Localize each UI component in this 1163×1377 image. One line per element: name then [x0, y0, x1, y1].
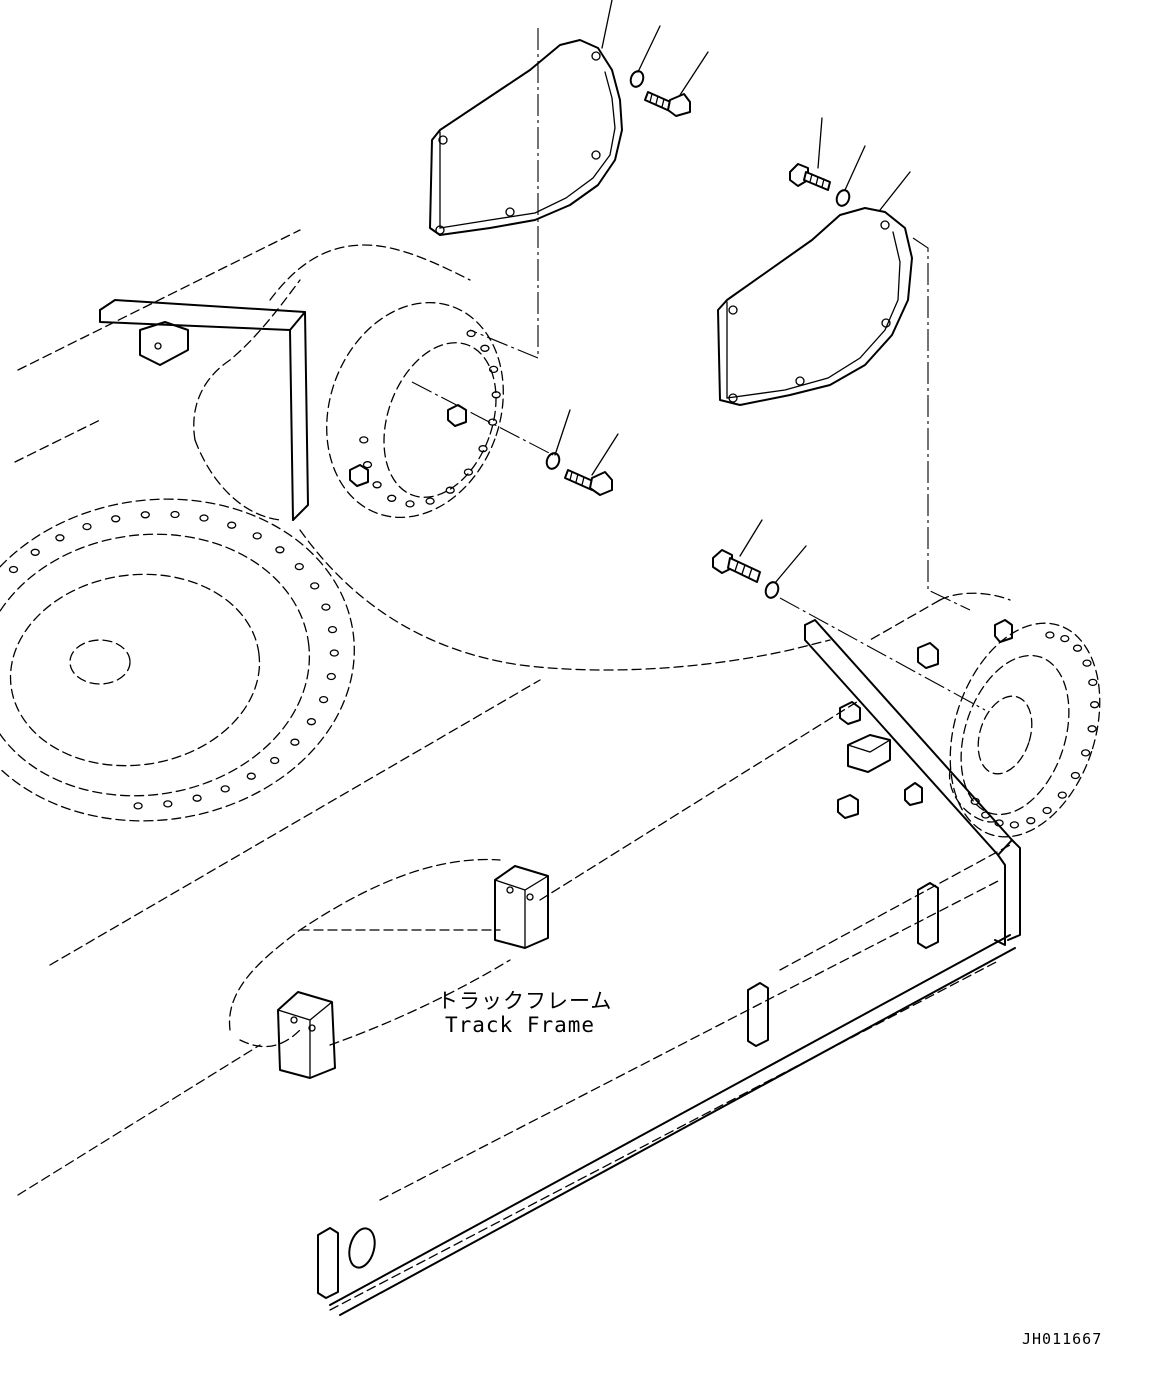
- bolt-hole: [425, 497, 435, 505]
- bolt-hole: [1088, 678, 1098, 687]
- washer-middle: [545, 452, 561, 470]
- bolt-hole: [1009, 821, 1020, 829]
- bolt-hole: [270, 756, 280, 765]
- bolt-hole: [1026, 817, 1036, 825]
- bolt-hole: [294, 562, 304, 571]
- drawing-code: JH011667: [1022, 1330, 1103, 1348]
- bolt-hole: [480, 344, 490, 352]
- bolt-hole: [192, 794, 202, 802]
- bolt-hole: [362, 461, 373, 469]
- leader-lines: [554, 0, 911, 584]
- bolt-hole: [30, 548, 40, 556]
- upper-guard-bracket: [99, 299, 309, 521]
- bolt-hole: [326, 672, 336, 681]
- bolt-hole: [488, 365, 499, 374]
- bolt-hole: [140, 511, 150, 519]
- frame-label-japanese: トラックフレーム: [437, 989, 613, 1013]
- bolt-hole: [252, 532, 262, 540]
- right-cover-plate: [717, 207, 913, 406]
- washer-upper-right: [835, 189, 851, 207]
- washer-upper-left: [629, 70, 645, 88]
- bolt-hole: [1080, 749, 1091, 757]
- bolt-hole: [290, 738, 300, 746]
- bolt-hole: [111, 515, 121, 523]
- bolt-hole: [8, 565, 19, 574]
- bolt-hole: [1072, 644, 1083, 652]
- bolt-hole: [1070, 771, 1081, 780]
- bolt-hole: [1057, 791, 1067, 799]
- bolt-hole: [405, 500, 415, 508]
- track-frame-body: [0, 229, 1101, 1311]
- bolt-hole: [1087, 725, 1097, 733]
- bolt-hole: [1042, 806, 1052, 815]
- bolt-hole: [1082, 659, 1092, 667]
- bolt-hole: [163, 800, 173, 808]
- bolt-hole: [275, 546, 285, 554]
- bolt-hole: [55, 534, 65, 542]
- bolt-hole: [387, 494, 397, 502]
- left-cover-plate: [429, 39, 623, 236]
- bolt-hole: [306, 718, 317, 726]
- bolt-hole: [318, 695, 329, 704]
- bolt-hole: [133, 802, 143, 810]
- washer-lower: [764, 581, 780, 599]
- bolt-hole: [246, 772, 256, 780]
- bolt-hole: [220, 785, 230, 793]
- bolt-upper-left: [644, 91, 691, 117]
- bolt-hole: [170, 510, 180, 519]
- bolt-hole: [463, 468, 474, 476]
- bolt-hole: [82, 522, 92, 531]
- bolt-hole: [491, 391, 501, 399]
- frame-mount-blocks: [277, 404, 1013, 1299]
- bolt-hole: [329, 649, 339, 657]
- bolt-hole: [445, 486, 455, 494]
- bolt-hole: [1060, 634, 1070, 643]
- bolt-hole: [310, 582, 320, 590]
- bolt-lower: [712, 549, 761, 583]
- bolt-hole: [327, 625, 338, 634]
- bolt-hole: [321, 603, 331, 611]
- bolt-hole: [227, 521, 237, 529]
- bolt-hole: [199, 514, 209, 522]
- bolt-hole: [1045, 631, 1055, 639]
- ring-bolt-holes: [0, 329, 1100, 829]
- bolt-middle: [564, 469, 613, 496]
- bolt-hole: [359, 436, 369, 444]
- frame-label-english: Track Frame: [445, 1013, 596, 1037]
- bolt-hole: [1089, 701, 1100, 709]
- assembly-centerlines: [411, 28, 986, 711]
- bolt-hole: [478, 445, 488, 453]
- right-guard-rail: [329, 619, 1021, 1316]
- bolt-upper-right: [789, 163, 831, 191]
- bolt-hole: [372, 481, 382, 489]
